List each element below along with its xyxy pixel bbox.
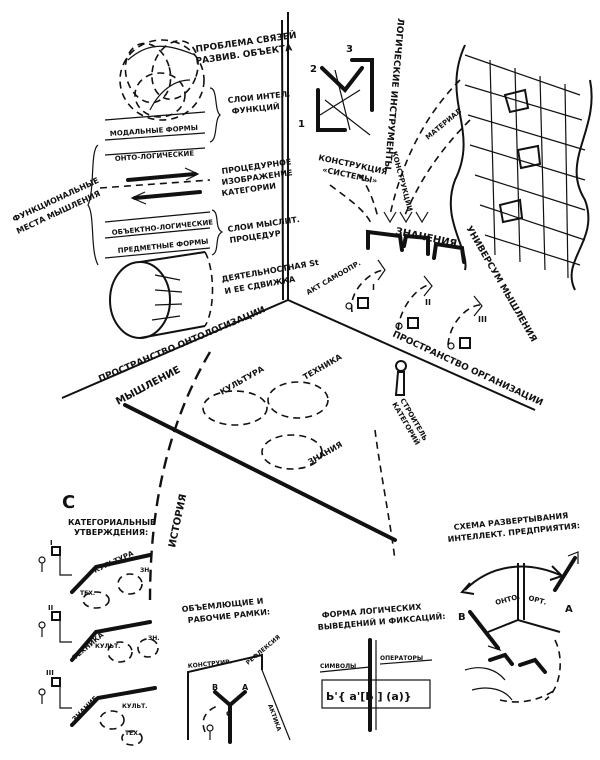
universum-grid: [449, 44, 593, 291]
material-label: МАТЕРИАЛ: [424, 107, 463, 142]
row3-roman: III: [46, 669, 54, 677]
scheme-b: B: [458, 612, 466, 623]
scheme-a: A: [565, 604, 573, 615]
reflexia-label: РЕФЛЕКСИЯ: [245, 634, 282, 667]
space-organization-label: ПРОСТРАНСТВО ОРГАНИЗАЦИИ: [391, 330, 545, 409]
logic-form: ФОРМА ЛОГИЧЕСКИХ ВЫВЕДЕНИЙ И ФИКСАЦИЙ: С…: [317, 602, 446, 732]
row3-knowledge: ЗНАНИЕ: [71, 694, 100, 723]
frame-a: A: [242, 683, 249, 692]
knowledge-label: ЗНАНИЯ: [307, 440, 345, 467]
num-2: 2: [310, 64, 317, 75]
categorical-line1: КАТЕГОРИАЛЬНЫЕ: [68, 518, 156, 527]
builder-figure: [394, 371, 405, 396]
ontologization-wall: ПРОБЛЕМА СВЯЗЕЙ РАЗВИВ. ОБЪЕКТА МОДАЛЬНЫ…: [11, 29, 320, 385]
modal-forms-label: МОДАЛЬНЫЕ ФОРМЫ: [110, 124, 199, 138]
num-1: 1: [298, 119, 305, 130]
row1-roman: I: [50, 539, 53, 547]
frame-b: B: [212, 683, 218, 692]
frame-c: C: [226, 710, 231, 718]
scheme-ort: ОРТ.: [527, 594, 547, 607]
roman-2: II: [425, 298, 431, 307]
c-letter: C: [62, 492, 75, 513]
categorical-line2: УТВЕРЖДЕНИЯ:: [74, 528, 148, 537]
num-3: 3: [346, 44, 353, 55]
row3-kult: КУЛЬТ.: [122, 703, 147, 710]
categorical-statements: C КАТЕГОРИАЛЬНЫЕ УТВЕРЖДЕНИЯ: I КУЛЬТУРА…: [38, 492, 160, 746]
culture-ellipse: [202, 390, 268, 426]
symbols-label: СИМВОЛЫ: [320, 663, 356, 670]
konstrur-label: КОНСТРУИР.: [187, 658, 232, 670]
technique-label: ТЕХНИКА: [302, 352, 345, 382]
universum-label: УНИВЕРСУМ МЫШЛЕНИЯ: [463, 225, 538, 345]
logic-formula: Ь'{ а'[Ь ] (а)}: [326, 690, 412, 703]
space-ontologization-label: ПРОСТРАНСТВО ОНТОЛОГИЗАЦИИ: [97, 305, 267, 385]
row1-tekh: ТЕХ.: [80, 590, 95, 597]
technique-ellipse: [267, 381, 329, 419]
scheme-onto: ОНТО.: [494, 593, 520, 607]
row2-zn: ЗН.: [148, 635, 160, 642]
object-logical-label: ОБЪЕКТНО-ЛОГИЧЕСКИЕ: [111, 218, 213, 237]
thinking-floor-line: [123, 403, 397, 542]
operators-label: ОПЕРАТОРЫ: [380, 655, 423, 662]
row1-zn: ЗН.: [140, 567, 152, 574]
aktika-label: АКТИКА: [266, 703, 282, 732]
scheme-diagram: СХЕМА РАЗВЕРТЫВАНИЯ ИНТЕЛЛЕКТ. ПРЕДПРИЯТ…: [447, 511, 580, 703]
organization-wall: 1 2 3 КОНСТРУКЦИЯ «СИСТЕМЫ» ЛОГИЧЕСКИЕ И…: [298, 18, 593, 409]
floor-area: МЫШЛЕНИЕ КУЛЬТУРА ТЕХНИКА ЗНАНИЯ СТРОИТЕ…: [114, 351, 429, 601]
roman-1: I: [372, 283, 375, 292]
room-frame: [61, 12, 536, 542]
row3-tekh: ТЕХ.: [125, 730, 140, 737]
row2-roman: II: [48, 604, 53, 612]
intellect-functions-line1: СЛОИ ИНТЕЛ.: [227, 89, 290, 105]
onto-logical-label: ОНТО-ЛОГИЧЕСКИЕ: [115, 149, 195, 163]
row2-kult: КУЛЬТ.: [95, 643, 120, 650]
history-label: ИСТОРИЯ: [167, 493, 189, 549]
logical-instruments-label: ЛОГИЧЕСКИЕ ИНСТРУМЕНТЫ: [382, 18, 405, 170]
knowledge-ellipse: [261, 434, 323, 470]
frames-diagram: ОБЪЕМЛЮЩИЕ И РАБОЧИЕ РАМКИ: КОНСТРУИР. Р…: [181, 596, 291, 744]
row1-culture: КУЛЬТУРА: [92, 549, 135, 575]
roman-3: III: [478, 315, 487, 324]
